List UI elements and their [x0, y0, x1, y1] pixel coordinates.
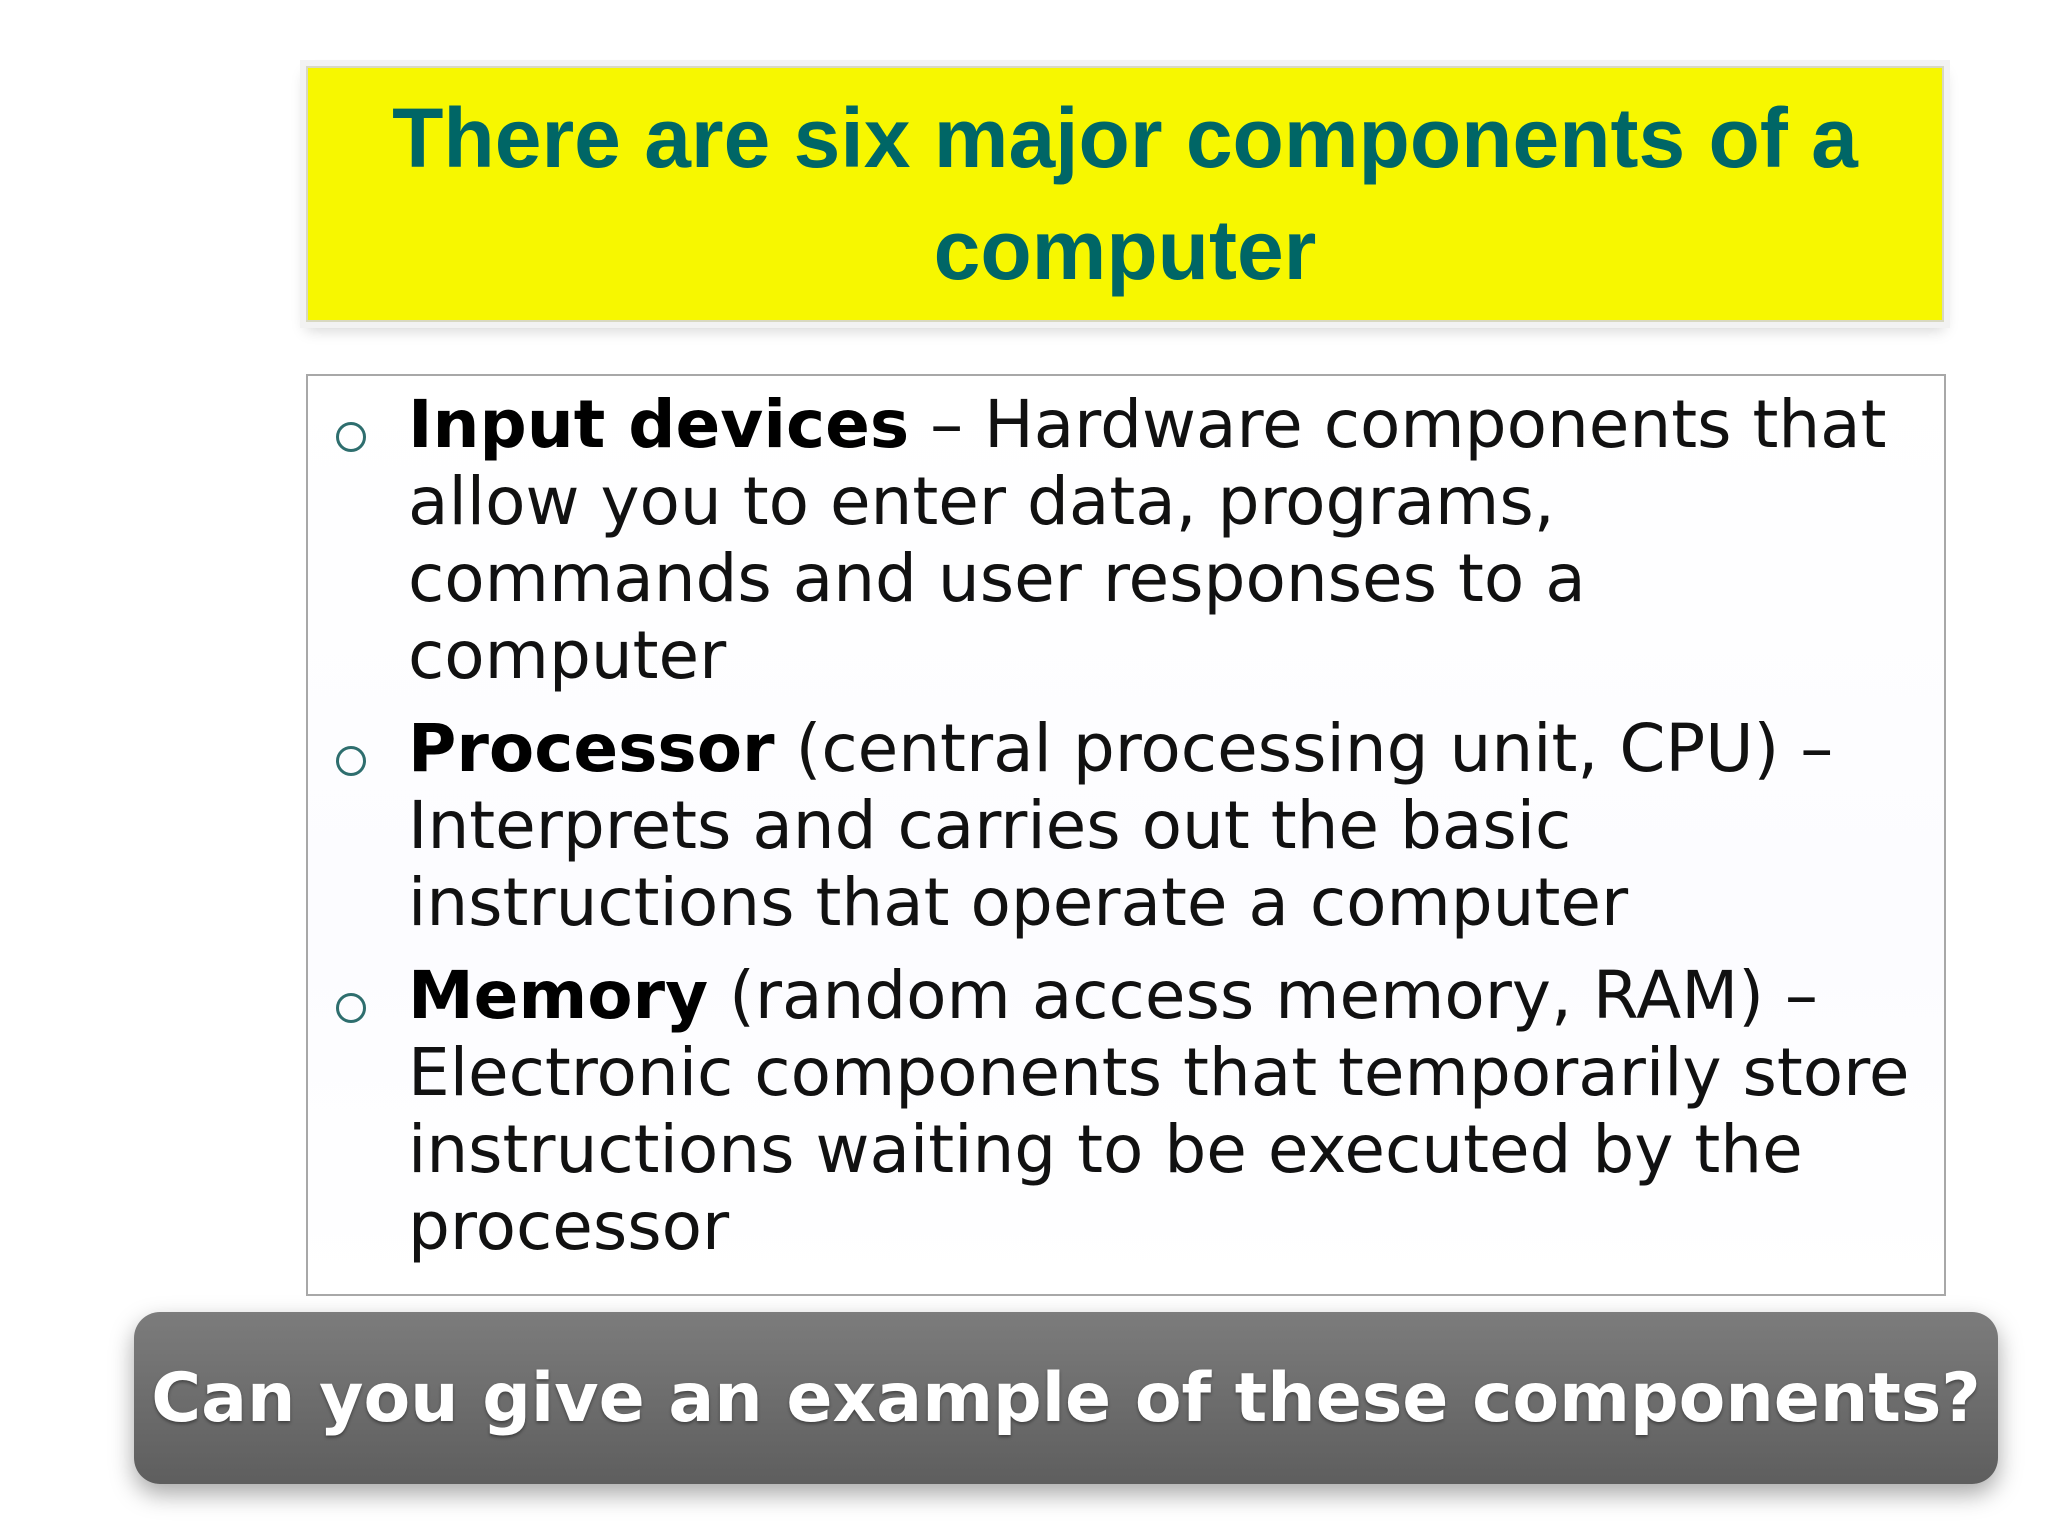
content-box: Input devices – Hardware components that… — [306, 374, 1946, 1296]
bullet-term: Memory — [408, 957, 709, 1034]
slide-title: There are six major components of a comp… — [392, 91, 1858, 297]
hollow-circle-bullet-icon — [336, 746, 366, 776]
bullet-description: (central processing unit, CPU) – Interpr… — [408, 710, 1834, 941]
bullet-item-processor: Processor (central processing unit, CPU)… — [328, 710, 1924, 941]
bullet-list: Input devices – Hardware components that… — [328, 386, 1924, 1265]
hollow-circle-bullet-icon — [336, 422, 366, 452]
hollow-circle-bullet-icon — [336, 993, 366, 1023]
overlay-question-text: Can you give an example of these compone… — [151, 1358, 1981, 1438]
title-box: There are six major components of a comp… — [306, 66, 1944, 322]
bullet-item-input-devices: Input devices – Hardware components that… — [328, 386, 1924, 694]
bullet-item-memory: Memory (random access memory, RAM) – Ele… — [328, 957, 1924, 1265]
bullet-term: Input devices — [408, 386, 910, 463]
bullet-term: Processor — [408, 710, 775, 787]
bullet-description: – Hardware components that allow you to … — [408, 386, 1887, 694]
bullet-description: (random access memory, RAM) – Electronic… — [408, 957, 1910, 1265]
question-overlay: Can you give an example of these compone… — [134, 1312, 1998, 1484]
